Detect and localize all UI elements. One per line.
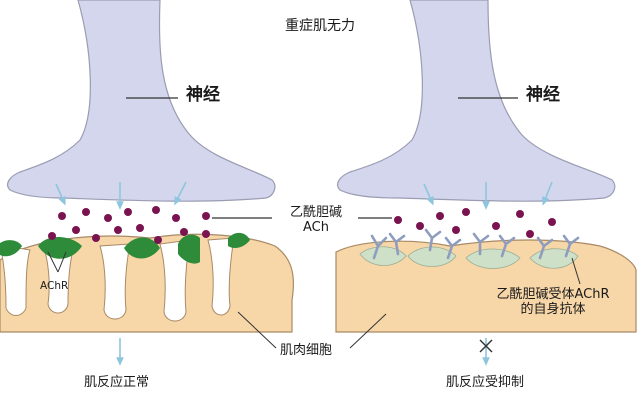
antibody-label: 乙酰胆碱受体AChR 的自身抗体	[468, 287, 638, 318]
synaptic-fold	[43, 245, 75, 314]
release-arrow	[174, 181, 187, 206]
ach-molecules-left	[48, 206, 210, 244]
nerve-terminal-left	[7, 0, 276, 202]
ach-molecules-right	[394, 208, 556, 238]
release-arrow	[542, 181, 553, 206]
ach-label-line2: ACh	[303, 219, 329, 235]
ach-label-line1: 乙酰胆碱	[289, 205, 342, 220]
antibody-label-line2: 的自身抗体	[520, 301, 586, 317]
damaged-receptor	[407, 246, 457, 267]
blocked-x-icon	[479, 339, 493, 353]
release-arrow	[423, 183, 434, 206]
muscle-cell-label: 肌肉细胞	[280, 343, 333, 358]
muscle-leader-line	[237, 311, 277, 349]
antibody-label-line1: 乙酰胆碱受体AChR	[496, 287, 610, 302]
ach-label: 乙酰胆碱 ACh	[276, 205, 356, 236]
achr-label: AChR	[40, 280, 69, 292]
muscle-leader-line	[349, 313, 387, 349]
synaptic-fold	[159, 239, 191, 322]
synaptic-fold	[99, 243, 131, 320]
nerve-terminal-right	[337, 0, 616, 202]
autoantibodies	[370, 228, 580, 260]
result-label-left: 肌反应正常	[84, 375, 150, 390]
nerve-label-right: 神经	[526, 85, 560, 105]
achr-receptor	[178, 234, 200, 264]
release-arrow	[55, 183, 66, 206]
damaged-receptor	[359, 246, 407, 266]
diagram-title: 重症肌无力	[285, 18, 355, 34]
antibody-leader-line	[571, 257, 581, 285]
result-label-right: 肌反应受抑制	[446, 375, 525, 390]
nerve-label-left: 神经	[186, 85, 220, 105]
achr-receptor	[124, 237, 160, 259]
achr-receptor	[228, 232, 250, 248]
synaptic-fold	[0, 244, 31, 316]
achr-leader-line	[57, 251, 67, 273]
achr-receptor	[0, 240, 22, 257]
synaptic-fold	[207, 237, 235, 316]
achr-leader-line	[47, 251, 59, 273]
